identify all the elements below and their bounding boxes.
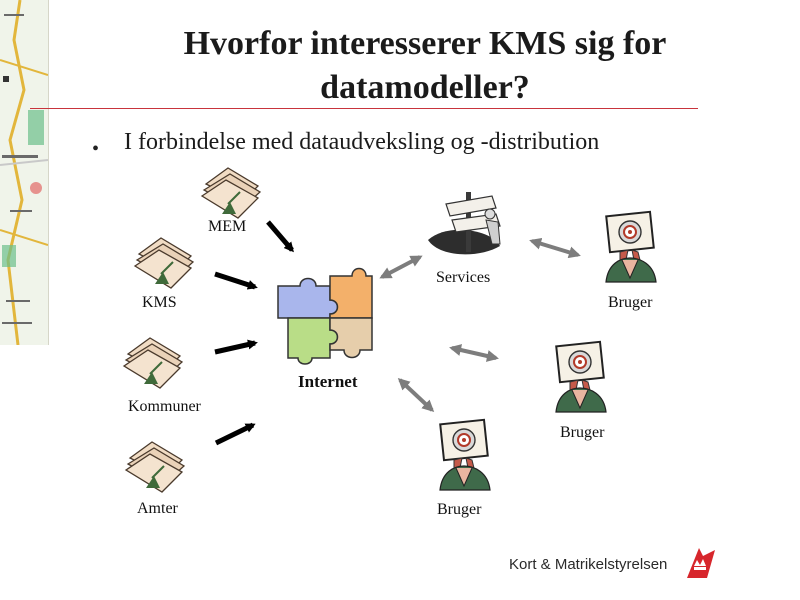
map-fragment	[0, 0, 49, 346]
user-3-icon	[439, 418, 491, 491]
arrow-amter-to-internet	[214, 422, 256, 446]
source-label-kms: KMS	[142, 294, 177, 311]
services-signpost-icon	[428, 192, 501, 255]
bullet-text: I forbindelse med dataudveksling og -dis…	[124, 129, 600, 155]
internet-label: Internet	[298, 372, 358, 391]
kommuner-folder-icon	[123, 337, 183, 389]
source-label-mem: MEM	[208, 218, 247, 235]
crown-lion-icon	[687, 548, 715, 578]
internet-puzzle-icon	[277, 267, 373, 365]
user-label-1: Bruger	[608, 294, 653, 311]
user-1-icon	[605, 210, 657, 283]
services-label: Services	[436, 269, 491, 286]
arrow-kms-to-internet	[214, 271, 258, 290]
arrow-internet-user-right	[449, 344, 499, 362]
mem-folder-icon	[201, 167, 261, 219]
slide-title: Hvorfor interesserer KMS sig for datamod…	[183, 25, 667, 106]
user-label-3: Bruger	[437, 501, 482, 518]
logo-text: Kort & Matrikelstyrelsen	[509, 556, 668, 573]
source-label-amter: Amter	[137, 500, 178, 517]
map-graphic	[0, 0, 49, 346]
user-label-2: Bruger	[560, 424, 605, 441]
title-divider	[30, 108, 698, 109]
source-label-kommuner: Kommuner	[128, 398, 201, 415]
arrow-services-user	[529, 237, 581, 259]
bullet-marker: •	[92, 138, 100, 160]
arrow-kommuner-to-internet	[214, 339, 258, 355]
arrow-mem-to-internet	[266, 220, 294, 253]
user-2-icon	[555, 340, 607, 413]
kms-folder-icon	[134, 237, 194, 289]
arrow-internet-services	[379, 255, 423, 279]
kms-logo: Kort & Matrikelstyrelsen	[509, 548, 739, 582]
arrow-internet-user-bottom	[397, 377, 435, 413]
amter-folder-icon	[125, 441, 185, 493]
